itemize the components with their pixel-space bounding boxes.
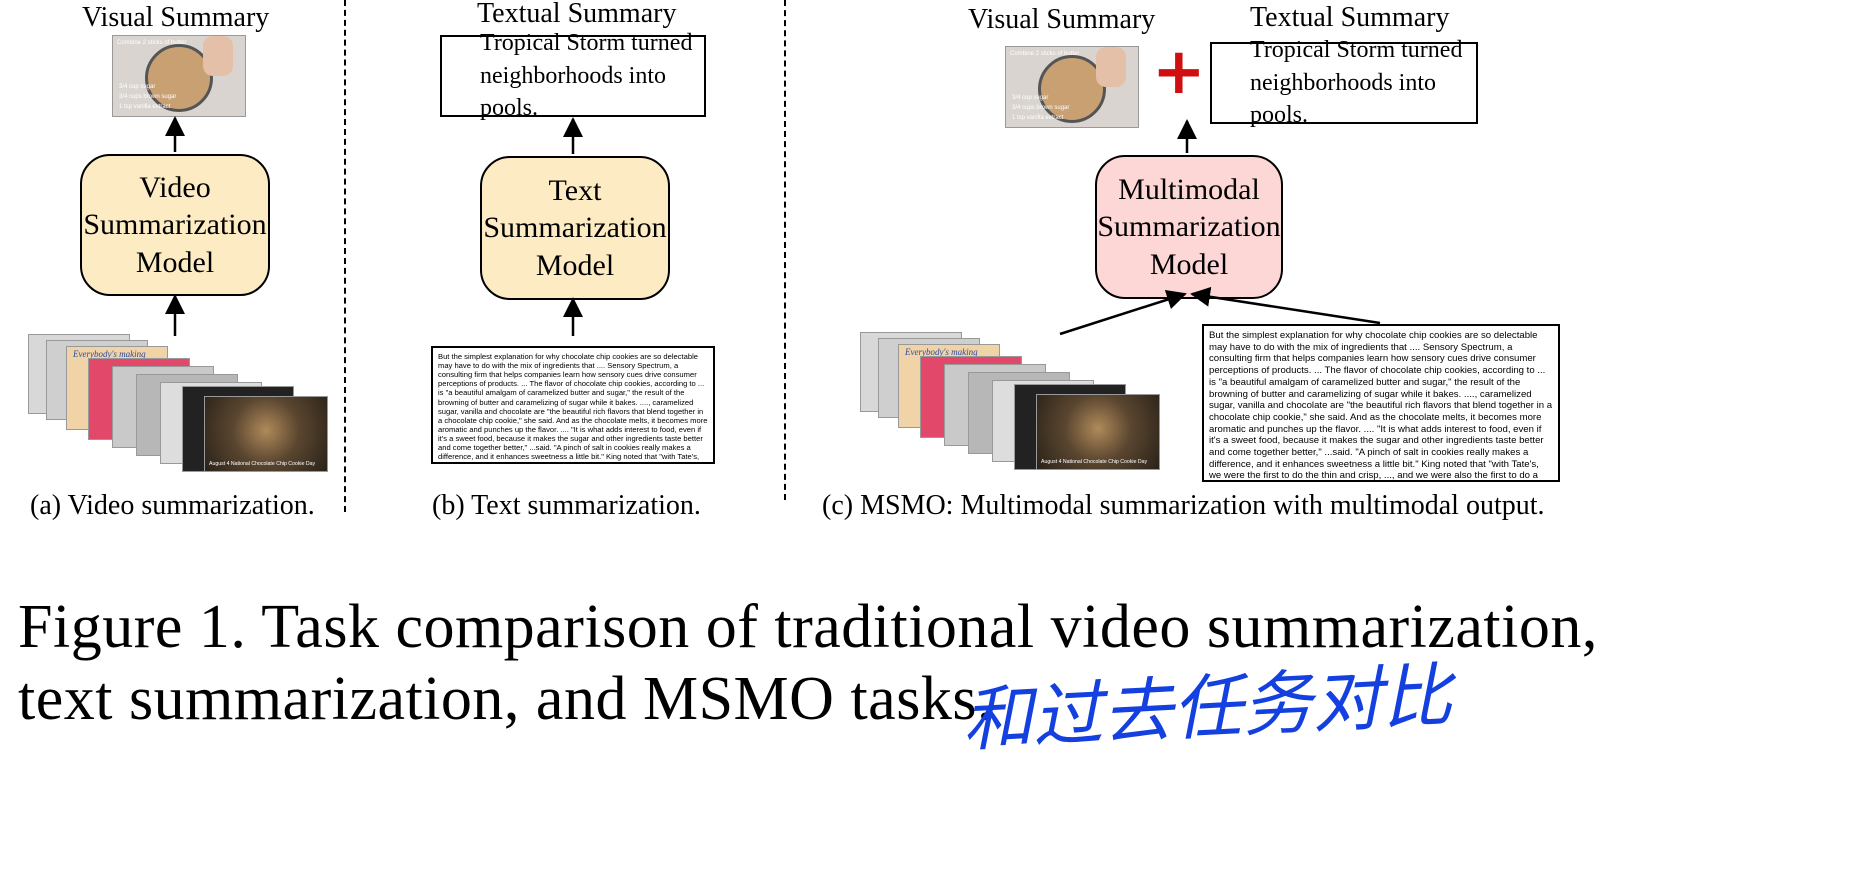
video-summarization-model: Video Summarization Model <box>80 154 270 296</box>
thumb-line-3: 1 tsp vanilla extract <box>119 104 171 110</box>
model-line-1: Text <box>548 173 602 207</box>
panel-c-visual-header: Visual Summary <box>968 4 1156 35</box>
thumb-line-2: 3/4 cups brown sugar <box>1012 105 1070 111</box>
frame-bottom-text: August 4 National Chocolate Chip Cookie … <box>209 461 316 467</box>
thumb-line-1: 3/4 cup sugar <box>119 84 156 90</box>
thumb-line-3: 1 tsp vanilla extract <box>1012 115 1064 121</box>
thumb-top-text: Combine 2 sticks of butter <box>1010 51 1080 57</box>
panel-b-caption: (b) Text summarization. <box>432 490 701 521</box>
model-line-3: Model <box>1149 247 1229 281</box>
video-frames-stack: Everybody's making August 4 National Cho… <box>860 332 1160 472</box>
thumb-line-1: 3/4 cup sugar <box>1012 95 1049 101</box>
model-line-2: Summarization <box>1097 210 1281 244</box>
panel-separator <box>784 0 786 500</box>
model-line-3: Model <box>135 245 215 279</box>
frame-bottom-text: August 4 National Chocolate Chip Cookie … <box>1041 459 1148 465</box>
panel-a-caption: (a) Video summarization. <box>30 490 315 521</box>
hand-icon <box>203 36 233 76</box>
bowl-icon <box>1038 55 1106 123</box>
article-text-box: But the simplest explanation for why cho… <box>1202 324 1560 482</box>
textual-summary-box: Tropical Storm turned neighborhoods into… <box>440 30 706 121</box>
summary-line-2: neighborhoods into pools. <box>1250 69 1436 129</box>
frame-title: Everybody's making <box>73 349 146 359</box>
plus-icon: + <box>1152 35 1206 109</box>
model-line-1: Video <box>139 170 211 204</box>
arrow-diagonal <box>1059 289 1187 336</box>
thumb-line-2: 3/4 cups brown sugar <box>119 94 177 100</box>
panel-a-header: Visual Summary <box>82 2 270 33</box>
thumb-top-text: Combine 2 sticks of butter <box>117 40 187 46</box>
panel-c-caption: (c) MSMO: Multimodal summarization with … <box>822 490 1545 521</box>
video-frames-stack: Everybody's making August 4 National Cho… <box>28 334 328 474</box>
text-summarization-model: Text Summarization Model <box>480 156 670 300</box>
figure-caption-line-2: text summarization, and MSMO tasks. <box>18 665 993 733</box>
summary-line-1: Tropical Storm turned <box>1250 37 1463 64</box>
multimodal-summarization-model: Multimodal Summarization Model <box>1095 155 1283 299</box>
frame-title: Everybody's making <box>905 347 978 357</box>
arrows-layer <box>165 116 1381 336</box>
model-line-1: Multimodal <box>1118 172 1260 206</box>
visual-summary-thumbnail: Combine 2 sticks of butter 3/4 cup sugar… <box>112 35 246 117</box>
article-text-box: But the simplest explanation for why cho… <box>431 346 715 464</box>
panel-c-textual-header: Textual Summary <box>1250 2 1450 33</box>
model-line-2: Summarization <box>83 208 267 242</box>
summary-line-2: neighborhoods into pools. <box>480 62 666 122</box>
panel-separator <box>344 0 346 512</box>
model-line-3: Model <box>535 248 615 282</box>
model-line-2: Summarization <box>483 211 667 245</box>
arrow-diagonal <box>1190 286 1381 325</box>
panel-b-header: Textual Summary <box>477 0 677 29</box>
textual-summary-box: Tropical Storm turned neighborhoods into… <box>1210 37 1478 128</box>
hand-icon <box>1096 47 1126 87</box>
video-frame-cookie: August 4 National Chocolate Chip Cookie … <box>1036 394 1160 470</box>
visual-summary-thumbnail: Combine 2 sticks of butter 3/4 cup sugar… <box>1005 46 1139 128</box>
video-frame-cookie: August 4 National Chocolate Chip Cookie … <box>204 396 328 472</box>
summary-line-1: Tropical Storm turned <box>480 30 693 57</box>
figure-caption-line-1: Figure 1. Task comparison of traditional… <box>18 593 1598 661</box>
bowl-icon <box>145 44 213 112</box>
